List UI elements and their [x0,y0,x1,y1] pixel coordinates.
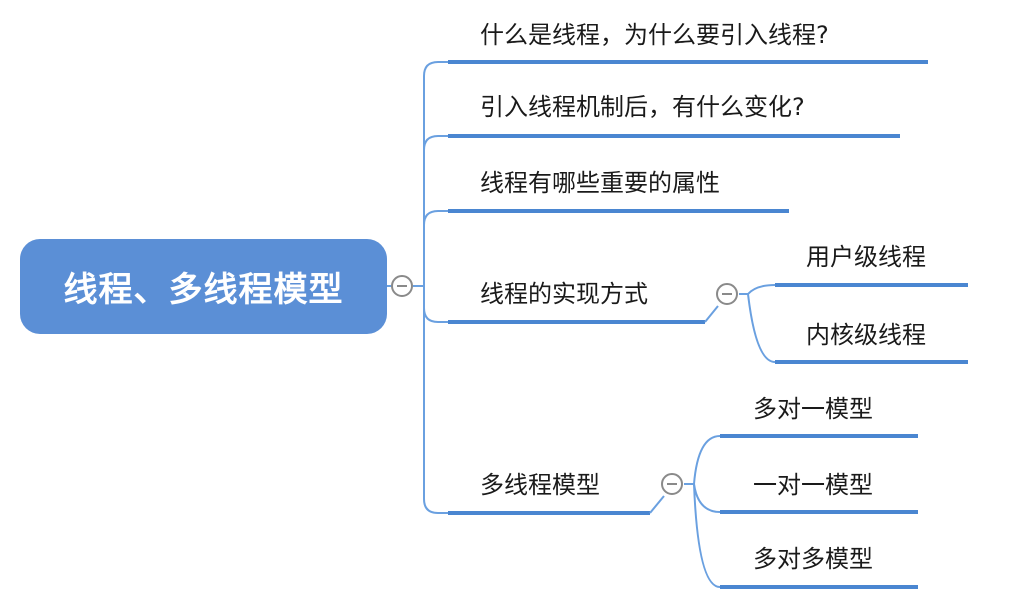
branch-topic-thread-attributes[interactable]: 线程有哪些重要的属性 [480,169,720,197]
connector-user-level-thread [747,284,776,295]
branch-topic-multithreading-models[interactable]: 多线程模型 [480,471,600,499]
subtopic-many-to-many-model[interactable]: 多对多模型 [753,545,873,573]
implementation-to-toggle-line [704,305,719,323]
models-collapse-toggle-icon[interactable] [661,473,683,495]
root-collapse-toggle-icon[interactable] [391,275,413,297]
connector-thread-attributes [423,210,448,286]
connector-kernel-level-thread [747,293,776,363]
connector-implementation-methods [423,286,448,323]
connector-changes-after-threads [423,135,448,286]
connector-what-is-thread [423,61,448,286]
branch-topic-implementation-methods[interactable]: 线程的实现方式 [480,280,648,308]
subtopic-kernel-level-thread[interactable]: 内核级线程 [806,321,926,349]
implementation-collapse-toggle-icon[interactable] [716,283,738,305]
connector-multithreading-models [423,286,448,514]
connector-many-to-many-model [693,483,721,588]
root-topic[interactable]: 线程、多线程模型 [20,239,387,334]
connector-many-to-one-model [693,435,721,485]
branch-topic-what-is-thread[interactable]: 什么是线程，为什么要引入线程? [480,21,829,49]
subtopic-one-to-one-model[interactable]: 一对一模型 [753,471,873,499]
subtopic-user-level-thread[interactable]: 用户级线程 [806,243,926,271]
branch-topic-changes-after-threads[interactable]: 引入线程机制后，有什么变化? [480,93,805,121]
subtopic-many-to-one-model[interactable]: 多对一模型 [753,395,873,423]
connector-one-to-one-model [693,483,721,513]
root-topic-label: 线程、多线程模型 [63,270,344,310]
models-to-toggle-line [649,495,665,514]
